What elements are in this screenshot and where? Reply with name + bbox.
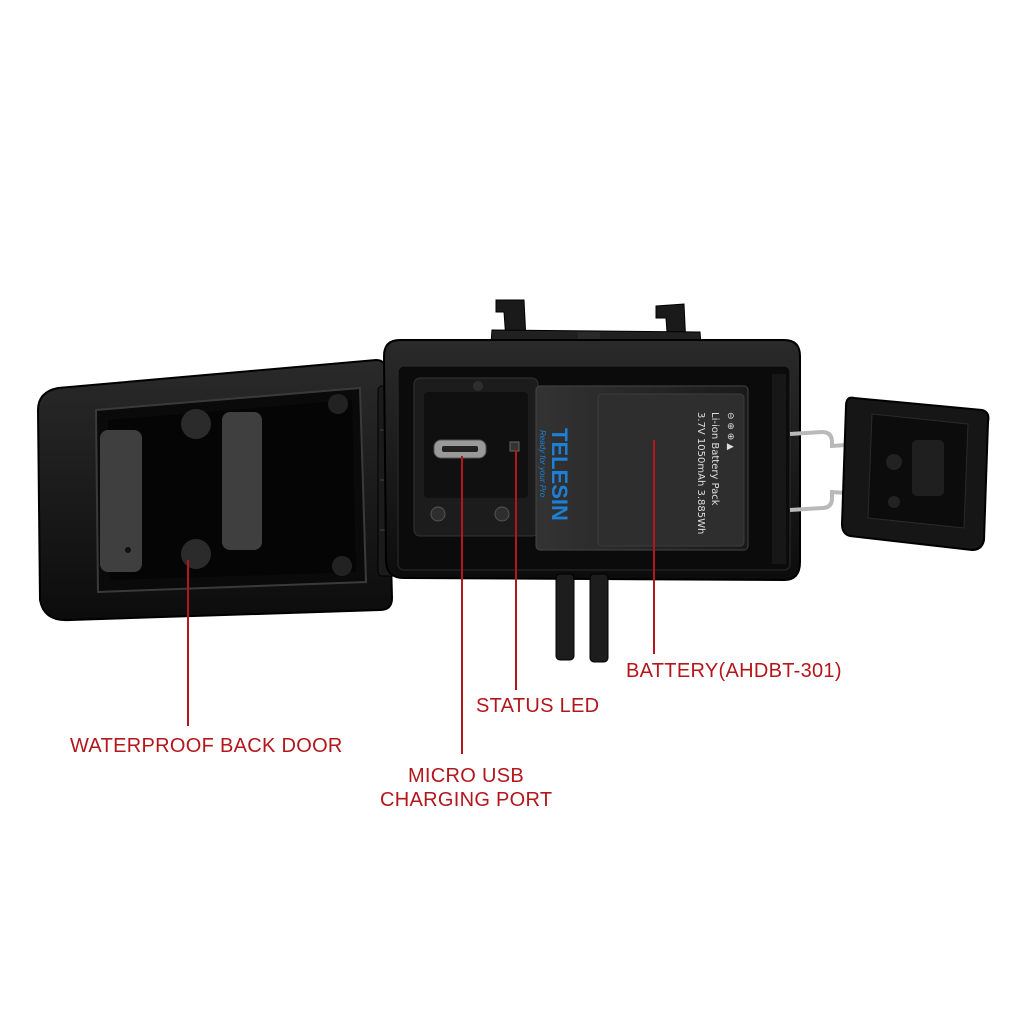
battery-polarity-text: ⊖ ⊕ ⊕ ▲ bbox=[725, 412, 735, 450]
bottom-mount bbox=[555, 573, 609, 663]
status-led bbox=[509, 441, 520, 452]
leader-lines bbox=[187, 440, 655, 754]
battery-spec-line2: 3.7V 1050mAh 3.885Wh bbox=[695, 412, 706, 534]
callout-battery: BATTERY(AHDBT-301) bbox=[626, 660, 842, 682]
battery-spec-line1: Li-ion Battery Pack bbox=[709, 412, 720, 506]
door-seal-pad-right bbox=[222, 412, 262, 550]
back-door bbox=[36, 358, 394, 622]
callout-status-led: STATUS LED bbox=[476, 695, 600, 717]
callout-usb-line1: MICRO USB bbox=[407, 765, 525, 787]
callout-usb-line2: CHARGING PORT bbox=[380, 789, 553, 811]
callout-micro-usb-charging-port: MICRO USB CHARGING PORT bbox=[380, 764, 552, 812]
screw-icon bbox=[494, 506, 510, 522]
battery-tagline-text: Ready for your Pro bbox=[538, 430, 547, 498]
battery-brand-text: TELESIN bbox=[547, 428, 572, 521]
main-housing bbox=[382, 339, 801, 582]
side-latch bbox=[789, 396, 990, 552]
callout-waterproof-back-door: WATERPROOF BACK DOOR bbox=[70, 735, 343, 757]
screw-icon bbox=[430, 506, 446, 522]
door-seal-pad-left bbox=[100, 430, 142, 572]
